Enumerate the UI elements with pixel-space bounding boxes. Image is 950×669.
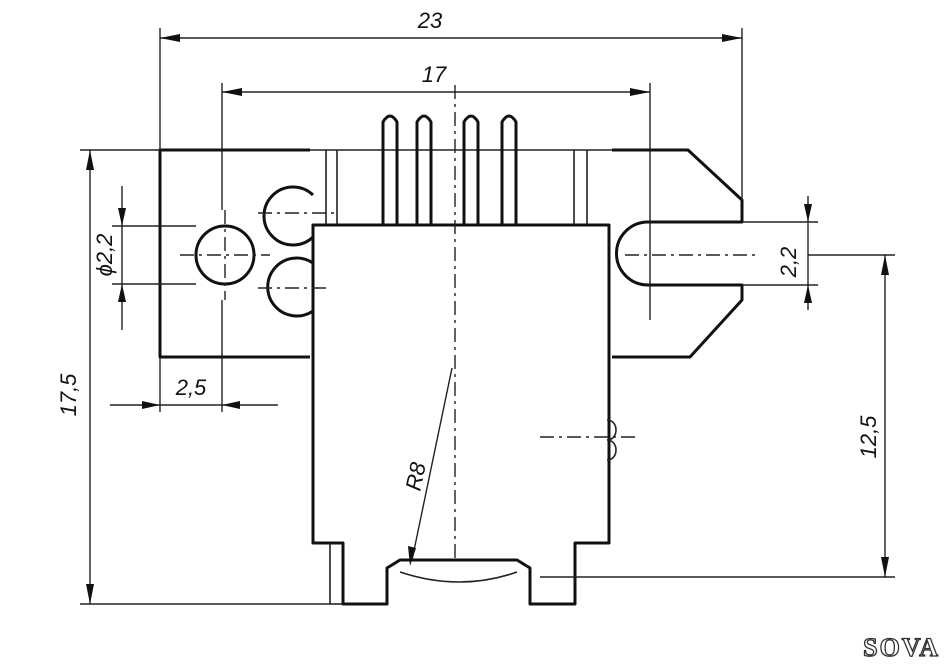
dim-radius — [408, 367, 453, 566]
dim-label-hole-diameter: ϕ2,2 — [92, 234, 117, 277]
dim-hole-diameter — [112, 186, 196, 330]
slot — [615, 220, 649, 287]
dim-edge-offset — [110, 300, 278, 412]
dim-slot-width — [742, 196, 818, 310]
dim-17 — [221, 83, 651, 320]
dim-body-height — [540, 254, 895, 578]
pins — [381, 114, 518, 225]
dim-label-edge-offset: 2,5 — [175, 375, 207, 400]
main-body — [311, 223, 617, 606]
holes — [194, 185, 315, 318]
flange-plate — [158, 148, 744, 359]
sova-logo: SOVA — [863, 633, 940, 662]
dim-overall-height — [80, 149, 330, 605]
dim-label-17: 17 — [422, 62, 447, 87]
dim-label-23: 23 — [417, 8, 443, 33]
dim-23 — [159, 28, 743, 200]
dim-label-body-height: 12,5 — [856, 415, 881, 459]
dim-label-radius: R8 — [401, 459, 431, 492]
center-lines — [180, 85, 760, 560]
dim-label-overall-height: 17,5 — [56, 373, 81, 417]
dim-label-slot-width: 2,2 — [776, 247, 801, 279]
